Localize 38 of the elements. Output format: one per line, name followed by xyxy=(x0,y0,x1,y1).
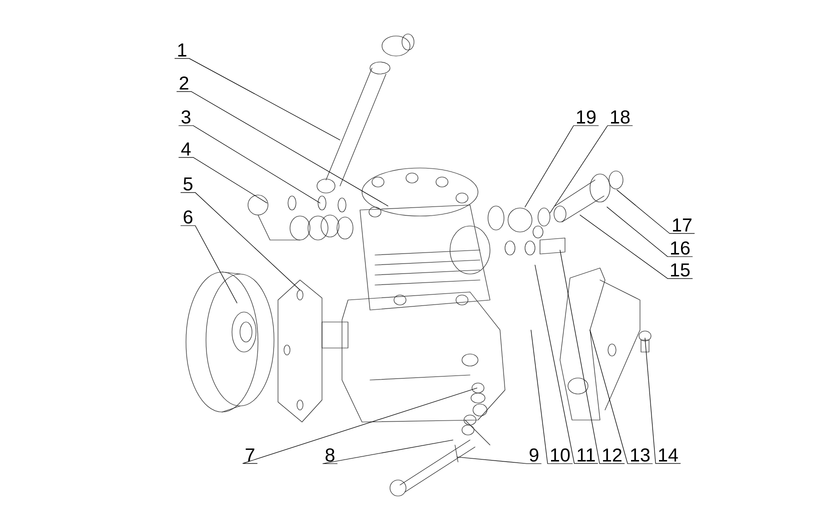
callout-number: 4 xyxy=(181,142,191,156)
callout-number: 16 xyxy=(671,241,690,255)
callout-number: 11 xyxy=(578,448,595,462)
leader-line xyxy=(580,214,693,279)
callout-number: 12 xyxy=(603,448,622,462)
leader-line xyxy=(176,91,388,206)
leader-line xyxy=(174,58,340,140)
leader-line xyxy=(180,225,238,304)
callout-number: 19 xyxy=(577,110,596,124)
callout-number: 8 xyxy=(326,448,334,462)
callout-number: 7 xyxy=(246,448,254,462)
callout-number: 10 xyxy=(551,448,570,462)
callout-number: 5 xyxy=(184,177,192,191)
leader-line xyxy=(550,125,633,214)
leader-line xyxy=(178,157,268,204)
callout-number: 3 xyxy=(182,110,190,124)
callout-number: 18 xyxy=(611,110,630,124)
leader-line xyxy=(606,206,693,257)
leader-line xyxy=(616,190,695,234)
leader-line xyxy=(560,250,625,464)
callout-number: 6 xyxy=(184,210,192,224)
callout-number: 2 xyxy=(180,76,188,90)
callout-number: 1 xyxy=(178,44,186,56)
leader-line xyxy=(180,192,300,290)
callout-number: 9 xyxy=(530,448,538,462)
leader-line xyxy=(456,456,542,464)
leader-line xyxy=(178,125,320,204)
leader-line xyxy=(644,338,681,464)
callout-number: 17 xyxy=(673,218,692,232)
callout-number: 15 xyxy=(671,263,690,277)
callout-number: 14 xyxy=(659,448,678,462)
leader-line xyxy=(534,264,598,464)
leader-line xyxy=(590,330,653,464)
leader-line xyxy=(530,330,573,464)
leader-line xyxy=(524,125,599,208)
leader-line xyxy=(242,388,478,464)
callout-number: 13 xyxy=(631,448,650,462)
leader-line xyxy=(322,440,454,464)
